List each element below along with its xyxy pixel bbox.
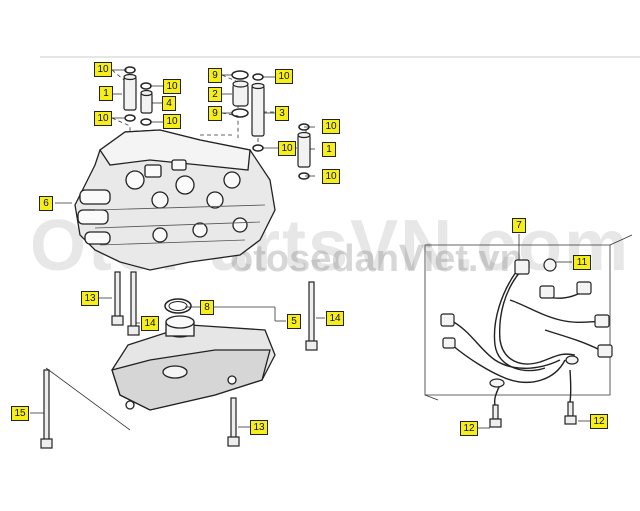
bolts <box>40 271 577 449</box>
callout-14: 14 <box>141 316 159 331</box>
callout-12: 12 <box>590 414 608 429</box>
valve-body <box>74 129 276 271</box>
callout-10: 10 <box>278 141 296 156</box>
callout-10: 10 <box>94 111 112 126</box>
callout-3: 3 <box>275 106 289 121</box>
callout-4: 4 <box>162 96 176 111</box>
callout-9: 9 <box>208 68 222 83</box>
callout-10: 10 <box>275 69 293 84</box>
callout-8: 8 <box>200 300 214 315</box>
filter-gasket <box>164 298 192 314</box>
callout-1: 1 <box>99 86 113 101</box>
callout-10: 10 <box>163 114 181 129</box>
callout-12: 12 <box>460 421 478 436</box>
callout-15: 15 <box>11 406 29 421</box>
callout-13: 13 <box>250 420 268 435</box>
callout-6: 6 <box>39 196 53 211</box>
callout-10: 10 <box>322 119 340 134</box>
sleeves <box>123 73 311 168</box>
callout-9: 9 <box>208 106 222 121</box>
callout-10: 10 <box>163 79 181 94</box>
callout-11: 11 <box>573 255 591 270</box>
callout-14: 14 <box>326 311 344 326</box>
callout-1: 1 <box>322 142 336 157</box>
filter <box>111 315 276 411</box>
callout-7: 7 <box>512 218 526 233</box>
wire-harness <box>449 271 606 406</box>
callout-5: 5 <box>287 314 301 329</box>
callout-2: 2 <box>208 87 222 102</box>
callout-13: 13 <box>81 291 99 306</box>
harness-frame <box>424 244 611 396</box>
o-rings <box>124 66 310 180</box>
callout-10: 10 <box>94 62 112 77</box>
callout-10: 10 <box>322 169 340 184</box>
harness-connectors <box>440 258 613 388</box>
